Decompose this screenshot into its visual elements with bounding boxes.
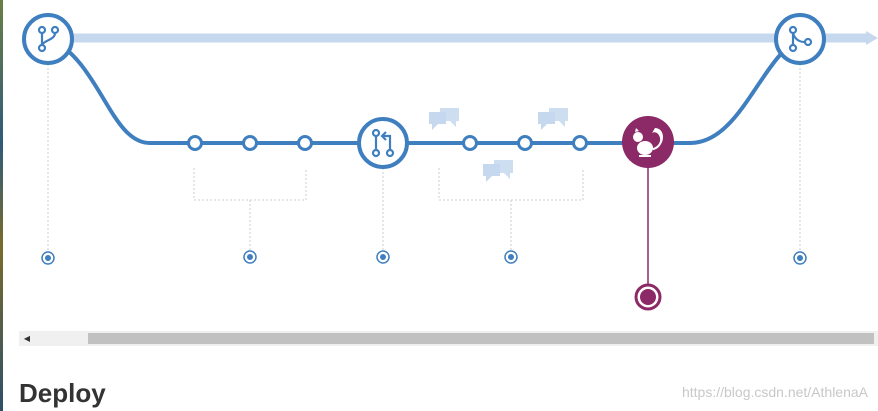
squirrel-icon [633,128,663,157]
commit-node [462,135,478,151]
scroll-left-icon[interactable]: ◀ [23,334,31,343]
annotation-connectors [47,64,801,255]
github-flow-diagram [22,13,878,311]
git-merge-icon [788,25,813,53]
section-heading: Deploy [19,378,106,408]
feature-branch-line [47,36,802,145]
main-branch-arrow-icon [866,31,878,45]
deploy-node [622,116,674,168]
scrollbar-thumb[interactable] [88,333,874,344]
horizontal-scrollbar[interactable]: ◀ [19,331,878,346]
merge-node [774,13,826,65]
comment-discussion-icon [483,160,513,182]
pull-request-icon [371,128,395,158]
annotation-marker-open-pull-request [376,250,390,264]
watermark-text: https://blog.csdn.net/AthlenaA [681,384,868,400]
commit-node [517,135,533,151]
annotation-marker-discuss-review [504,250,518,264]
deploy-marker [634,283,662,311]
commit-node [572,135,588,151]
comment-discussion-icon [538,108,568,130]
pull-request-node [357,117,409,169]
git-branch-icon [37,25,60,53]
commit-node [242,135,258,151]
commit-nodes [187,135,588,151]
commit-node [187,135,203,151]
branch-start-node [22,13,74,65]
annotation-marker-add-commits [243,250,257,264]
annotation-marker-create-branch [41,251,55,265]
annotation-markers [41,250,807,265]
annotation-marker-merge [793,251,807,265]
comment-discussion-icon [429,108,459,130]
commit-node [297,135,313,151]
window-edge [0,0,3,411]
